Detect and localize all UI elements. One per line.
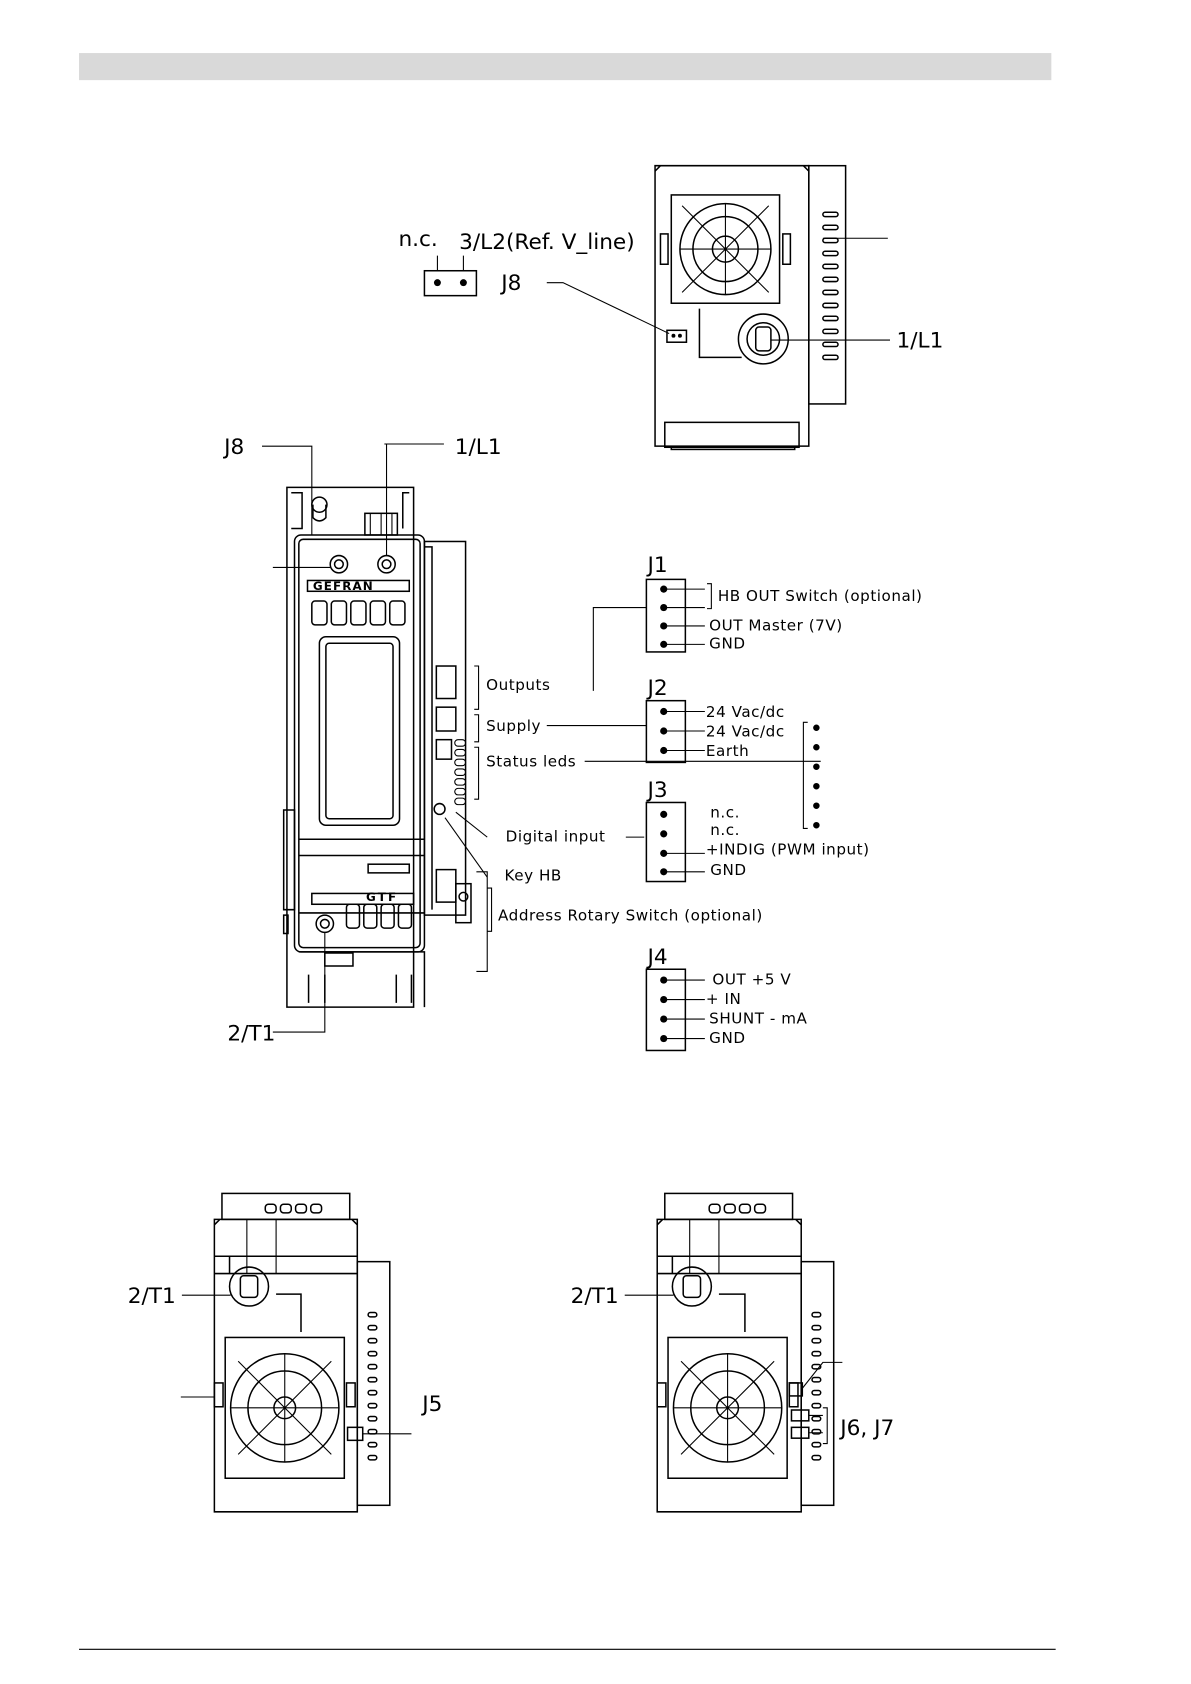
j2-pin-24v-a: 24 Vac/dc: [706, 703, 785, 721]
label-digital-input: Digital input: [506, 827, 606, 845]
j1-name: J1: [645, 553, 667, 578]
connector-j2: [645, 699, 705, 764]
j3-pin-nc-b: n.c.: [710, 821, 740, 839]
j1-pin-out-master: OUT Master (7V): [709, 616, 843, 634]
j4-pin-gnd: GND: [709, 1029, 745, 1047]
front-model: GTF: [366, 890, 398, 904]
header-bar: [79, 53, 1052, 81]
j4-pin-in: + IN: [706, 990, 741, 1008]
j3-pin-indig: +INDIG (PWM input): [706, 840, 870, 858]
connector-j4: [645, 968, 705, 1052]
connector-j1: [645, 578, 712, 653]
status-led-strip: [802, 721, 820, 830]
j3-pin-gnd: GND: [710, 861, 746, 879]
j3-name: J3: [645, 778, 667, 803]
j2-pin-24v-b: 24 Vac/dc: [706, 722, 785, 740]
label-outputs: Outputs: [486, 676, 550, 694]
top-view: [423, 164, 891, 451]
label-bl-t1: 2/T1: [128, 1284, 176, 1309]
j2-pin-earth: Earth: [706, 742, 749, 760]
label-top-l1: 1/L1: [896, 329, 943, 354]
bottom-right-view: [624, 1192, 843, 1513]
label-status-leds: Status leds: [486, 753, 576, 771]
label-front-l1: 1/L1: [455, 435, 502, 460]
connector-j3: [645, 801, 705, 883]
label-br-t1: 2/T1: [571, 1284, 619, 1309]
j2-name: J2: [645, 676, 667, 701]
bottom-left-view: [180, 1192, 412, 1513]
label-top-j8: J8: [499, 271, 521, 296]
label-address-switch: Address Rotary Switch (optional): [498, 907, 763, 925]
label-bl-j5: J5: [420, 1392, 442, 1417]
label-top-nc: n.c.: [398, 227, 437, 252]
j4-pin-out-5v: OUT +5 V: [712, 970, 791, 988]
j1-pin-hb-out: HB OUT Switch (optional): [718, 587, 923, 605]
label-key-hb: Key HB: [505, 866, 562, 884]
front-view: [262, 443, 821, 1033]
j3-pin-nc-a: n.c.: [710, 804, 740, 822]
j1-pin-gnd: GND: [709, 635, 745, 653]
front-brand: GEFRAN: [313, 579, 374, 593]
label-front-j8: J8: [222, 435, 244, 460]
label-top-l2: 3/L2(Ref. V_line): [459, 230, 635, 255]
j4-pin-shunt: SHUNT - mA: [709, 1009, 807, 1027]
label-supply: Supply: [486, 717, 541, 735]
label-br-j6j7: J6, J7: [838, 1416, 894, 1441]
label-front-t1: 2/T1: [227, 1022, 275, 1047]
j4-name: J4: [645, 945, 667, 970]
